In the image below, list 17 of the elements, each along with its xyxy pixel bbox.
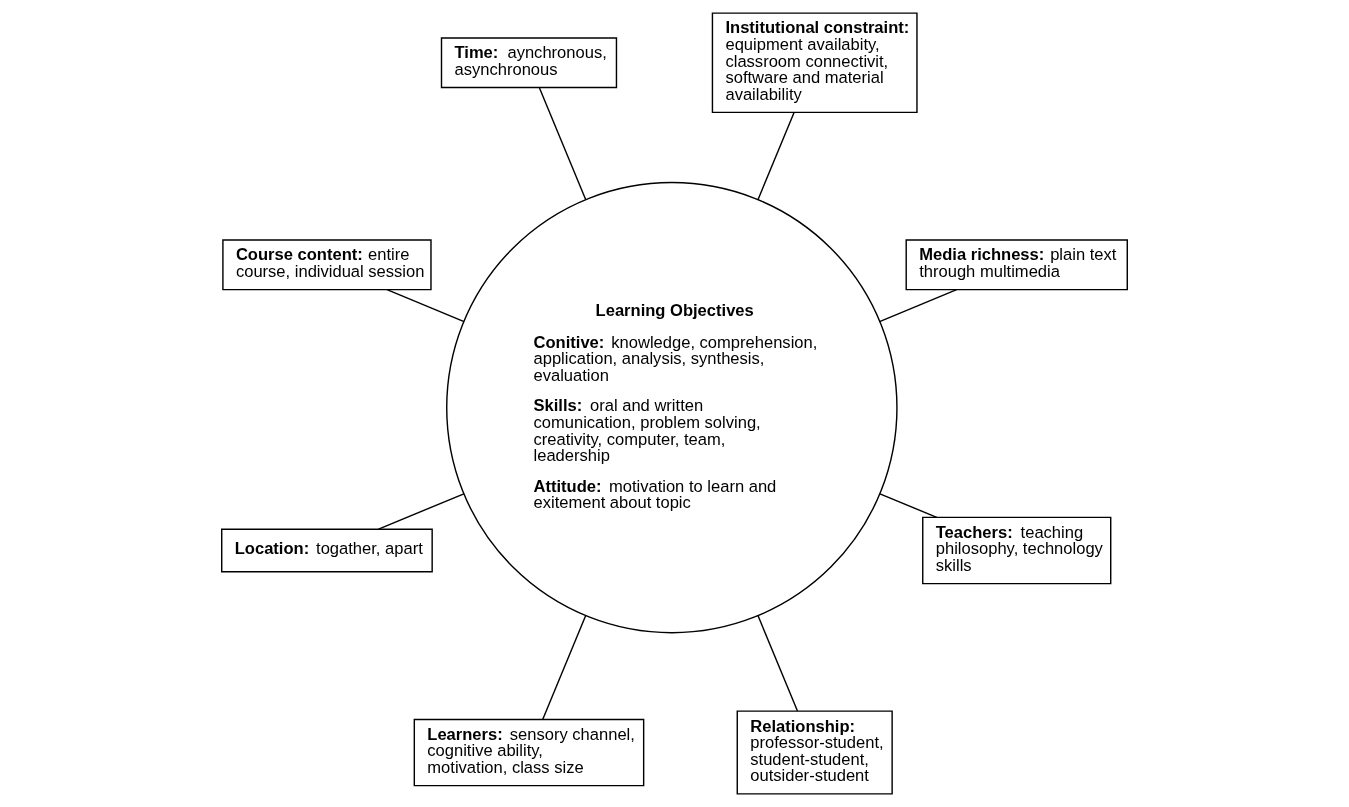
node-box: Course content: entire course, individual session xyxy=(222,239,432,291)
node-box: Location: togather, apart xyxy=(221,528,433,573)
node-box: Time: aynchronous, asynchronous xyxy=(440,37,618,89)
connector xyxy=(377,493,465,530)
connector xyxy=(386,288,465,323)
connector xyxy=(879,493,938,519)
node-box: Institutional constraint: equipment availabity, classroom connectivit, software and material availability xyxy=(711,12,918,114)
connector xyxy=(757,614,799,712)
connector xyxy=(542,615,587,720)
node-box: Media richness: plain text through multimedia xyxy=(905,239,1128,291)
connector xyxy=(538,87,587,201)
connector xyxy=(878,288,958,323)
node-circle: Learning Objectives Conitive: knowledge, comprehension, application, analysis, synthesis, evaluation Skills: oral and written comunication, problem solving, creativity, computer, team, leadership Attitude: motivation to learn and exitement about topic xyxy=(446,181,898,634)
connector xyxy=(757,111,795,201)
node-box: Relationship: professor-student, student-student, outsider-student xyxy=(736,710,893,795)
node-box: Teachers: teaching philosophy, technology skills xyxy=(922,516,1112,585)
node-box: Learners: sensory channel, cognitive ability, motivation, class size xyxy=(413,718,645,787)
